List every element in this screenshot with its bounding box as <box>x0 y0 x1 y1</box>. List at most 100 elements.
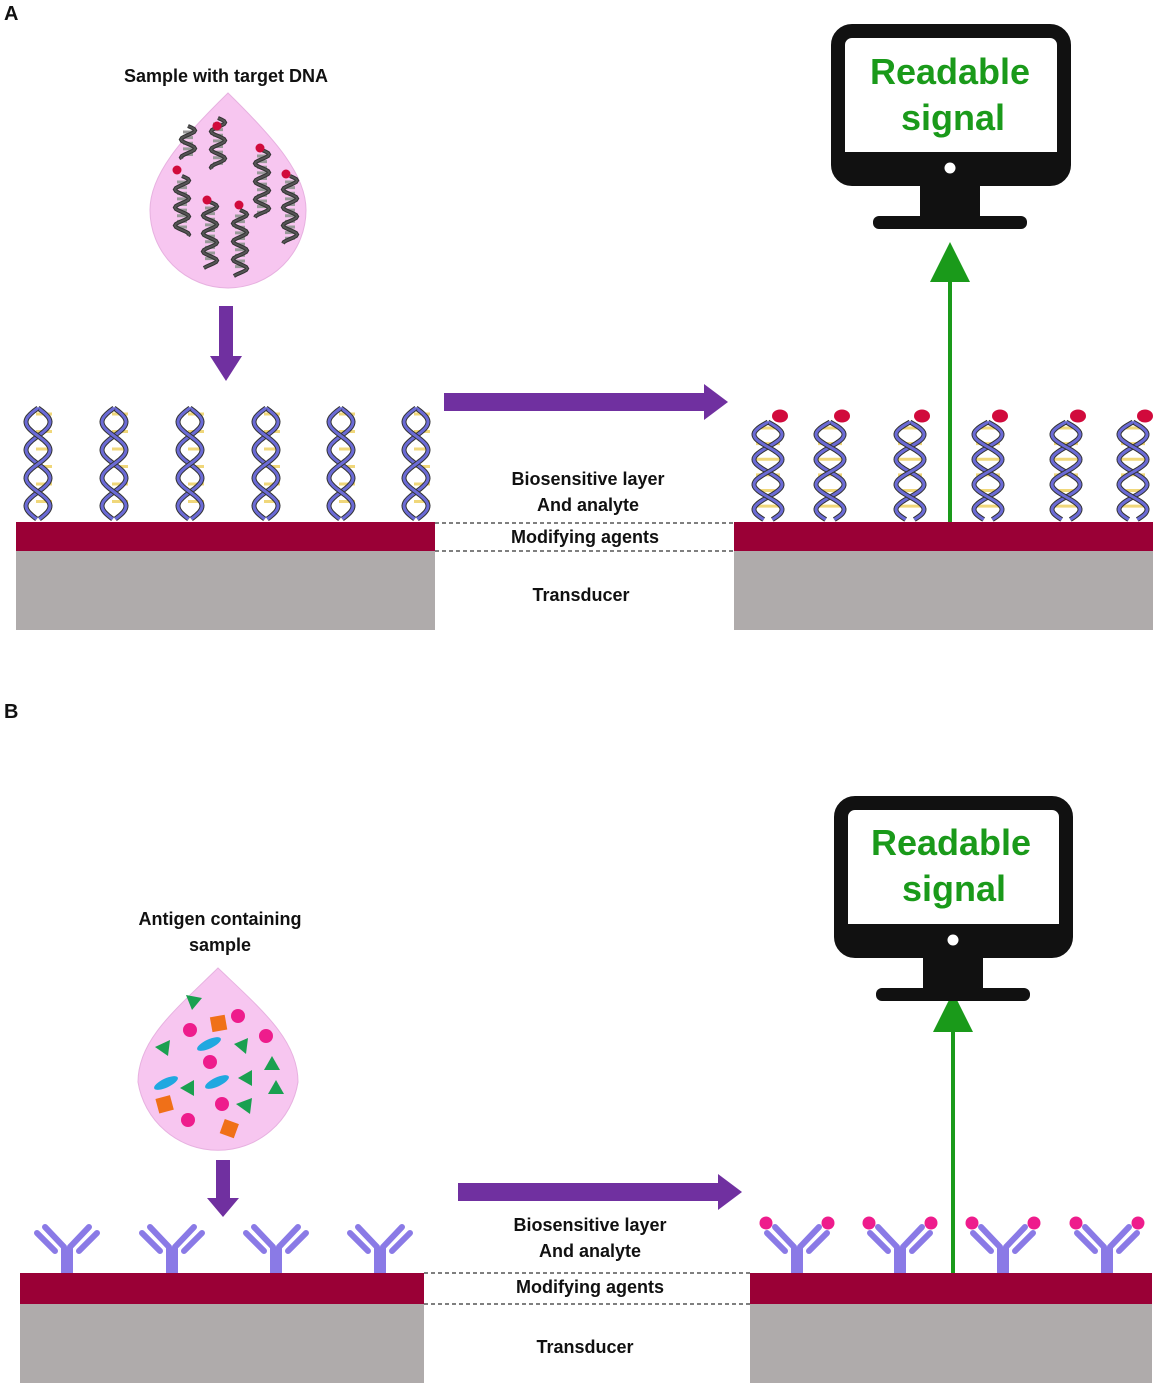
antibody <box>347 1224 413 1273</box>
target-dna-label-dot <box>914 409 930 423</box>
antigen-particles <box>154 995 284 1139</box>
sensor-after <box>734 409 1153 630</box>
target-marker-dot <box>281 169 291 179</box>
monitor: Readable signal <box>831 24 1071 229</box>
triangle-antigen <box>234 1038 248 1054</box>
hybrid-strand <box>893 419 927 522</box>
square-antigen <box>209 1014 228 1033</box>
sample-dna-strand <box>280 174 300 245</box>
sample-dna-strand <box>178 124 198 161</box>
monitor-b: Readable signal <box>834 796 1073 1001</box>
bound-antigen-dot <box>862 1216 876 1230</box>
triangle-antigen <box>236 1098 252 1114</box>
dna-sample-label: Sample with target DNA <box>124 66 328 86</box>
probe-dna-layer <box>23 406 431 521</box>
process-arrow-b <box>458 1174 742 1210</box>
sample-down-arrow-b <box>207 1160 239 1217</box>
target-marker-dot <box>234 200 244 210</box>
probe-strand <box>401 406 431 521</box>
panel-b-letter: B <box>4 701 18 723</box>
bound-antigen-dot <box>759 1216 773 1230</box>
sensor-before <box>16 406 435 630</box>
target-marker-dot <box>212 121 222 131</box>
target-dna-label-dot <box>1137 409 1153 423</box>
circle-antigen <box>259 1029 273 1043</box>
modifying-layer-after-b <box>750 1273 1152 1304</box>
antigen-sample-droplet <box>137 967 299 1151</box>
monitor-text-signal: signal <box>901 97 1005 138</box>
target-dna-label-dot <box>1070 409 1086 423</box>
triangle-antigen <box>186 995 202 1010</box>
modifying-layer-after <box>734 522 1153 551</box>
antibody <box>139 1224 205 1273</box>
hybrid-strand <box>813 419 847 522</box>
monitor-text-readable-b: Readable <box>871 822 1031 863</box>
monitor-text-signal-b: signal <box>902 868 1006 909</box>
target-dna-label-dot <box>834 409 850 423</box>
biosensitive-label: Biosensitive layer <box>511 469 664 489</box>
antibody-layer <box>34 1224 413 1273</box>
monitor-power-dot <box>944 162 956 174</box>
monitor-power-dot-b <box>947 934 959 946</box>
circle-antigen <box>183 1023 197 1037</box>
transducer-label-b: Transducer <box>536 1337 633 1357</box>
modifying-agents-label-b: Modifying agents <box>516 1277 664 1297</box>
oval-antigen <box>154 1076 178 1090</box>
target-dna-label-dot <box>772 409 788 423</box>
hybrid-strand <box>1049 419 1083 522</box>
bound-antibody <box>862 1216 938 1273</box>
sample-dna-strand <box>230 208 250 278</box>
transducer-before <box>16 551 435 630</box>
antibody <box>34 1224 100 1273</box>
sample-dna-strand <box>252 148 272 219</box>
sample-dna-strand <box>172 174 192 238</box>
antibody <box>243 1224 309 1273</box>
antigen-sample-label-line1: Antigen containing <box>139 909 302 929</box>
bound-antibody <box>759 1216 835 1273</box>
modifying-layer-before-b <box>20 1273 424 1304</box>
bound-antibody <box>965 1216 1041 1273</box>
hybrid-strand <box>751 419 785 522</box>
target-dna-label-dot <box>992 409 1008 423</box>
process-arrow <box>444 384 728 420</box>
panel-a: A Sample with target DNA Biosensitive la… <box>4 3 1153 630</box>
antigen-sample-label-line2: sample <box>189 935 251 955</box>
hybrid-strand <box>1116 419 1150 522</box>
target-marker-dot <box>202 195 212 205</box>
square-antigen <box>219 1119 239 1139</box>
probe-strand <box>175 406 205 521</box>
triangle-antigen <box>268 1080 284 1094</box>
panel-a-letter: A <box>4 3 18 25</box>
bound-antigen-dot <box>924 1216 938 1230</box>
probe-strand <box>251 406 281 521</box>
transducer-after <box>734 551 1153 630</box>
bound-antigen-dot <box>1069 1216 1083 1230</box>
triangle-antigen <box>155 1040 170 1056</box>
circle-antigen <box>215 1097 229 1111</box>
sample-dna-strand <box>200 200 220 270</box>
sensor-after-b <box>750 1216 1152 1383</box>
triangle-antigen <box>238 1070 252 1086</box>
transducer-label: Transducer <box>532 585 629 605</box>
target-marker-dot <box>255 143 265 153</box>
bound-antigen-dot <box>1131 1216 1145 1230</box>
monitor-text-readable: Readable <box>870 51 1030 92</box>
biosensitive-label-b: Biosensitive layer <box>513 1215 666 1235</box>
triangle-antigen <box>180 1080 194 1096</box>
hybrid-strand <box>971 419 1005 522</box>
triangle-antigen <box>264 1056 280 1070</box>
sample-down-arrow <box>210 306 242 381</box>
bound-antigen-dot <box>1027 1216 1041 1230</box>
bound-antibody <box>1069 1216 1145 1273</box>
modifying-agents-label: Modifying agents <box>511 527 659 547</box>
circle-antigen <box>231 1009 245 1023</box>
bound-antigen-dot <box>965 1216 979 1230</box>
target-dna-strands <box>172 116 300 278</box>
bound-antibody-layer <box>759 1216 1145 1273</box>
hybridized-dna-layer <box>751 409 1153 522</box>
transducer-after-b <box>750 1304 1152 1383</box>
circle-antigen <box>203 1055 217 1069</box>
transducer-before-b <box>20 1304 424 1383</box>
oval-antigen <box>205 1075 229 1089</box>
